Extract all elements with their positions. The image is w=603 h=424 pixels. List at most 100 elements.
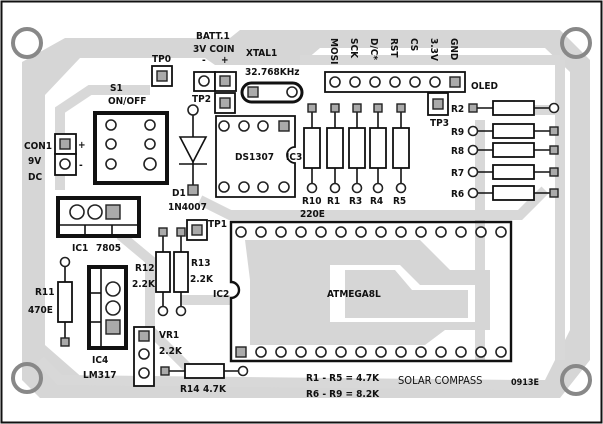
round-pad [349,76,361,88]
ic4-lm317: IC4 LM317 [83,265,128,381]
round-pad [395,226,407,238]
round-pad [255,346,267,358]
svg-text:R13: R13 [191,258,210,269]
round-pad [389,76,401,88]
oled-pin-label: MOSI [328,38,339,64]
battery-holder: BATT.1 3V COIN - + [193,31,237,92]
round-pad [355,226,367,238]
test-point-tp0: TP0 [151,54,173,87]
square-pad [549,167,559,177]
resistor-label: R8 [451,146,464,157]
svg-text:D1: D1 [172,188,186,199]
svg-text:OLED: OLED [471,81,498,92]
resistor-label: R5 [393,196,406,207]
round-pad [467,166,479,178]
resistor-r11: R11 470E [28,256,73,347]
resistor-label: R9 [451,127,464,138]
ic2-atmega8l: ATMEGA8L IC2 [213,220,513,363]
round-pad [315,226,327,238]
svg-text:+: + [221,55,229,66]
round-pad [255,226,267,238]
resistor-r14: R14 4.7K [160,363,249,395]
round-pad [415,346,427,358]
round-pad [495,226,507,238]
round-pad [355,346,367,358]
board-title: SOLAR COMPASS [398,374,482,387]
svg-text:9V: 9V [28,156,41,167]
resistor-body [392,127,410,169]
test-point-tp2: TP2 [192,92,236,114]
svg-text:BATT.1: BATT.1 [196,31,230,42]
oled-pin-label: SCK [348,38,359,59]
resistor-body [492,123,535,139]
round-pad [295,226,307,238]
round-pad [372,182,384,194]
square-pad [549,188,559,198]
square-pad [235,346,247,358]
square-pad [352,103,362,113]
mounting-hole [560,364,592,396]
board-code: 0913E [511,378,539,388]
resistor-label: R3 [349,196,362,207]
round-pad [429,76,441,88]
round-pad [467,125,479,137]
square-pad [330,103,340,113]
ic3-ds1307: DS1307 IC3 [215,115,302,198]
svg-text:TP0: TP0 [152,54,171,65]
square-pad [549,145,559,155]
square-pad [549,126,559,136]
svg-text:7805: 7805 [96,243,121,254]
test-point-tp3: TP3 [427,92,449,129]
oled-pin-label: GND [448,38,459,60]
round-pad [455,346,467,358]
round-pad [306,182,318,194]
round-pad [275,226,287,238]
resistor-body [303,127,321,169]
svg-text:-: - [79,160,83,171]
svg-text:470E: 470E [28,305,53,316]
round-pad [335,226,347,238]
square-pad [278,120,290,132]
svg-text:TP3: TP3 [430,118,449,129]
round-pad [218,120,230,132]
svg-text:4.7K: 4.7K [203,384,227,395]
round-pad [475,226,487,238]
svg-text:2.2K: 2.2K [159,346,183,357]
square-pad [468,103,478,113]
round-pad [548,102,560,114]
svg-text:R14: R14 [180,384,199,395]
resistor-r12: R12 2.2K [132,227,171,317]
r10-ref: R10 [302,196,321,207]
round-pad [435,346,447,358]
svg-text:IC2: IC2 [213,289,229,300]
resistor-body [492,164,535,180]
ic1-7805: IC1 7805 [56,196,141,254]
resistor-note-1: R1 - R5 = 4.7K [306,373,380,384]
resistor-note-2: R6 - R9 = 8.2K [306,389,380,400]
round-pad [369,76,381,88]
svg-text:2.2K: 2.2K [132,279,156,290]
resistor-body [492,185,535,201]
resistor-body [492,142,535,158]
round-pad [395,346,407,358]
resistor-label: R7 [451,168,464,179]
r10-value: 220E [300,209,325,220]
svg-text:IC1: IC1 [72,243,88,254]
svg-text:TP1: TP1 [208,219,227,230]
svg-text:XTAL1: XTAL1 [246,48,277,59]
trimmer-vr1: VR1 2.2K [133,326,183,387]
round-pad [335,346,347,358]
diode-d1: D1 1N4007 [168,104,208,213]
svg-text:VR1: VR1 [159,330,179,341]
svg-text:IC4: IC4 [92,355,108,366]
round-pad [375,226,387,238]
round-pad [275,346,287,358]
round-pad [395,182,407,194]
svg-text:TP2: TP2 [192,94,211,105]
svg-text:-: - [202,55,206,66]
mounting-hole [11,362,43,394]
svg-text:ON/OFF: ON/OFF [108,96,146,107]
round-pad [257,181,269,193]
